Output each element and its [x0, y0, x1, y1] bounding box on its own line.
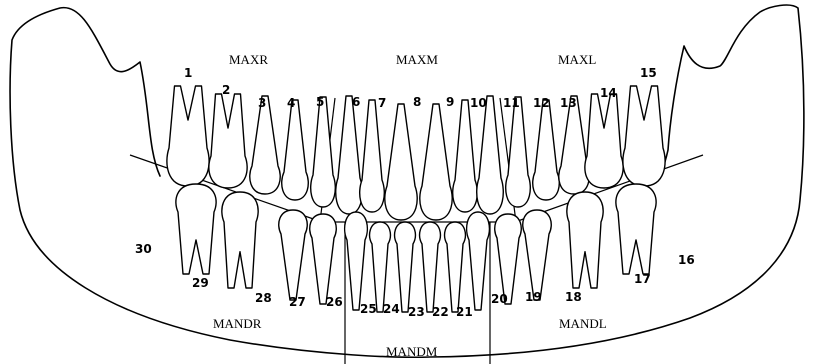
tooth-number-2: 2 [222, 83, 230, 97]
tooth-number-26: 26 [326, 295, 343, 309]
tooth-outline-lower-27 [310, 214, 337, 304]
tooth-outline-lower-19 [523, 210, 552, 300]
tooth-outline-upper-13 [533, 100, 560, 200]
tooth-outline-upper-5 [311, 97, 336, 207]
tooth-outline-lower-22 [445, 222, 466, 312]
tooth-outline-upper-15 [585, 94, 623, 188]
tooth-number-19: 19 [525, 290, 542, 304]
tooth-number-6: 6 [352, 95, 360, 109]
tooth-number-21: 21 [456, 305, 473, 319]
tooth-outline-upper-14 [559, 96, 589, 194]
tooth-number-30: 30 [135, 242, 152, 256]
region-label-maxm: MAXM [396, 52, 438, 67]
tooth-outline-upper-7 [360, 100, 385, 212]
tooth-outline-upper-9 [420, 104, 452, 220]
tooth-number-10: 10 [470, 96, 487, 110]
region-label-mandr: MANDR [213, 316, 262, 331]
tooth-outline-upper-4 [282, 100, 309, 200]
tooth-outline-upper-8 [385, 104, 417, 220]
tooth-number-22: 22 [432, 305, 449, 319]
tooth-outline-lower-30 [176, 184, 216, 274]
tooth-number-20: 20 [491, 292, 508, 306]
tooth-number-8: 8 [413, 95, 421, 109]
tooth-number-4: 4 [287, 96, 295, 110]
tooth-number-1: 1 [184, 66, 192, 80]
tooth-number-12: 12 [533, 96, 550, 110]
tooth-number-23: 23 [408, 305, 425, 319]
tooth-number-28: 28 [255, 291, 272, 305]
tooth-outline-upper-2 [209, 94, 247, 188]
region-label-mandl: MANDL [559, 316, 607, 331]
tooth-outline-lower-17 [616, 184, 656, 274]
tooth-number-15: 15 [640, 66, 657, 80]
tooth-outline-lower-23 [420, 222, 441, 312]
tooth-outline-lower-24 [395, 222, 416, 312]
region-label-maxl: MAXL [558, 52, 596, 67]
tooth-outline-upper-10 [453, 100, 478, 212]
tooth-outline-upper-12 [506, 97, 531, 207]
teeth-layer [167, 86, 665, 312]
tooth-outline-lower-29 [222, 192, 258, 288]
tooth-number-13: 13 [560, 96, 577, 110]
tooth-outline-upper-1 [167, 86, 209, 186]
tooth-number-16: 16 [678, 253, 695, 267]
tooth-number-11: 11 [503, 96, 520, 110]
tooth-outline-lower-18 [567, 192, 603, 288]
region-label-mandm: MANDM [386, 344, 438, 359]
tooth-number-25: 25 [360, 302, 377, 316]
tooth-outline-upper-16 [623, 86, 665, 186]
tooth-number-27: 27 [289, 295, 306, 309]
region-label-maxr: MAXR [229, 52, 268, 67]
tooth-number-5: 5 [316, 95, 324, 109]
tooth-number-7: 7 [378, 96, 386, 110]
tooth-outline-lower-28 [279, 210, 308, 300]
tooth-outline-lower-26 [345, 212, 368, 310]
tooth-outline-upper-11 [477, 96, 504, 214]
tooth-number-3: 3 [258, 96, 266, 110]
tooth-number-9: 9 [446, 95, 454, 109]
tooth-number-29: 29 [192, 276, 209, 290]
tooth-outline-upper-3 [250, 96, 280, 194]
tooth-outline-upper-6 [336, 96, 363, 214]
tooth-number-24: 24 [383, 302, 400, 316]
tooth-outline-lower-25 [370, 222, 391, 312]
tooth-number-17: 17 [634, 272, 651, 286]
tooth-number-18: 18 [565, 290, 582, 304]
tooth-outline-lower-21 [467, 212, 490, 310]
tooth-outline-lower-20 [495, 214, 522, 304]
tooth-number-14: 14 [600, 86, 617, 100]
